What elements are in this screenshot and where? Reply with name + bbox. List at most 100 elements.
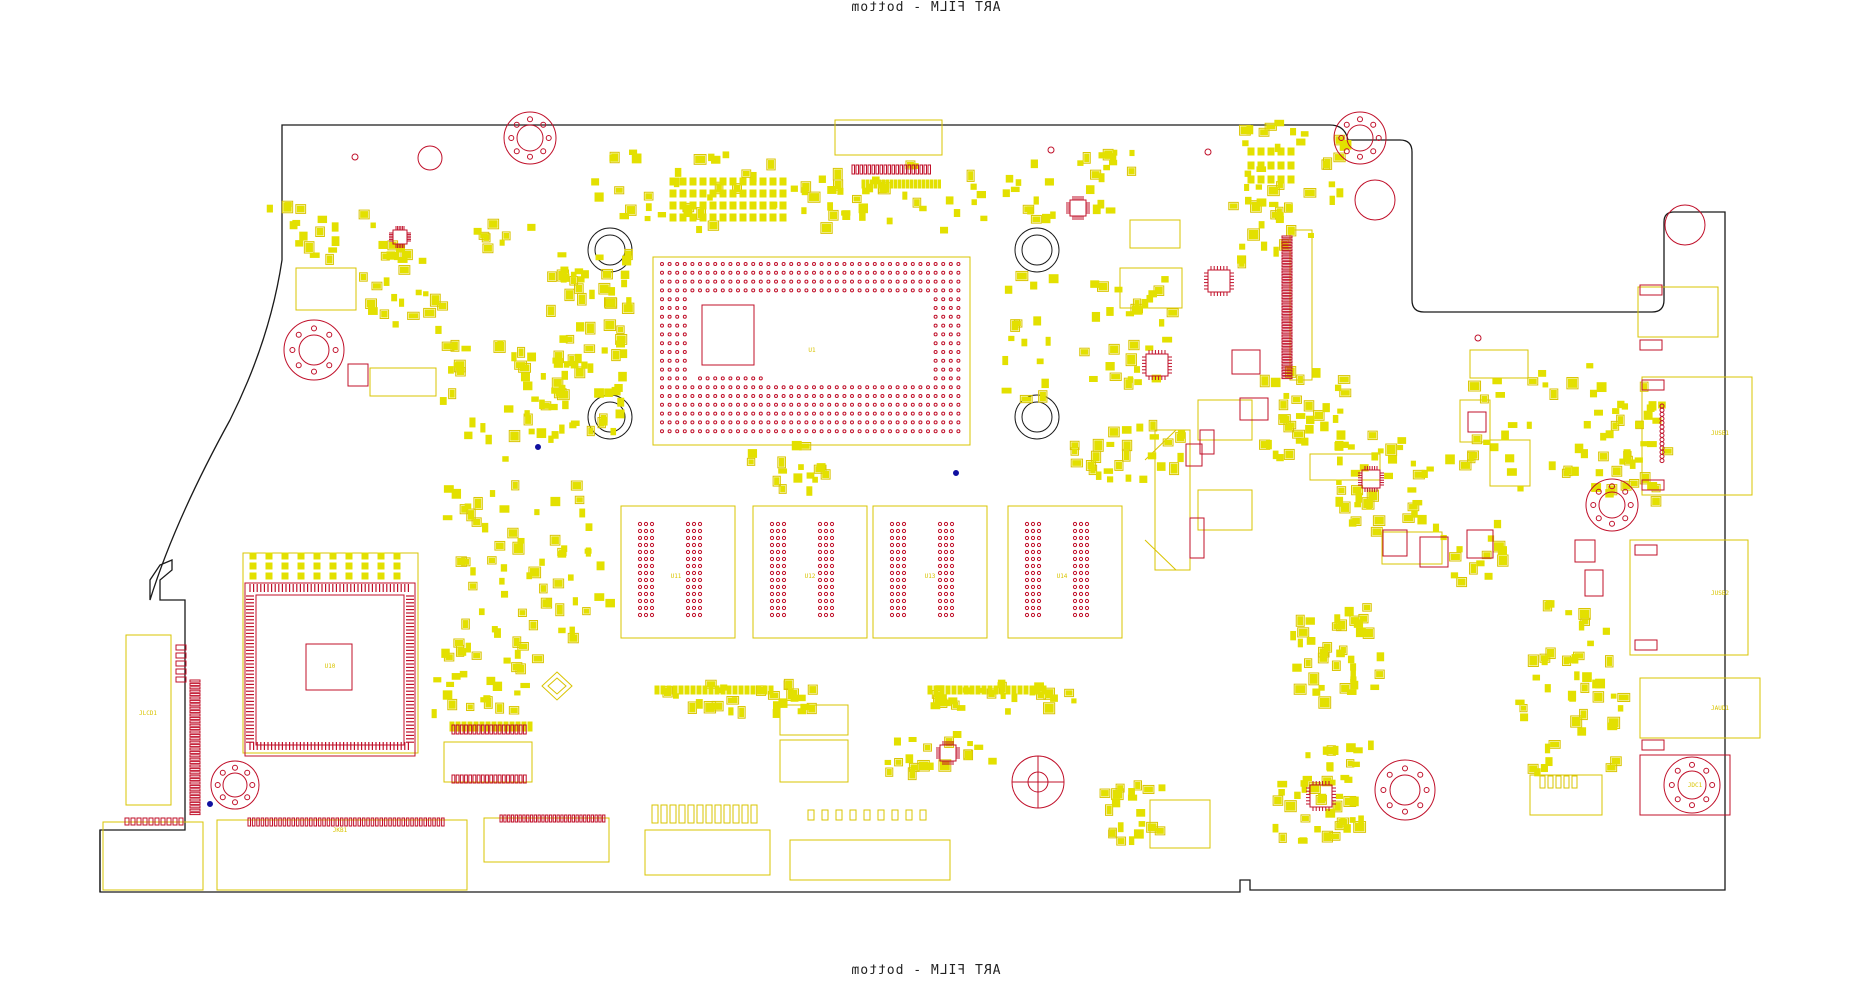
- passive-pad: [1280, 401, 1287, 409]
- cpu-ball: [941, 288, 946, 293]
- pad-strip: [744, 685, 750, 695]
- passive-silk: [508, 706, 520, 715]
- passive-pad: [1594, 692, 1603, 702]
- passive-pad: [1574, 443, 1584, 454]
- ram-ball: [1078, 535, 1084, 541]
- passive-pad: [1246, 125, 1254, 135]
- ram-ball: [769, 549, 775, 555]
- cpu-ball: [667, 385, 672, 390]
- port-pad: [1634, 544, 1658, 556]
- passive-pad: [527, 352, 537, 362]
- cpu-ball: [660, 314, 664, 319]
- mounting-hole-via: [1595, 515, 1602, 522]
- ram-ball: [775, 605, 781, 611]
- mounting-hole-via: [1595, 488, 1602, 495]
- ram-ball: [943, 584, 949, 590]
- passive-pad: [1158, 784, 1166, 792]
- cpu-ball: [675, 279, 680, 284]
- passive-pad: [366, 299, 376, 308]
- cpu-ball: [667, 288, 672, 293]
- conn-pin: [1281, 360, 1293, 364]
- fpc-pin: [503, 814, 507, 823]
- cpu-ball: [812, 288, 816, 293]
- passive-silk: [582, 607, 591, 616]
- passive-pad: [1607, 764, 1616, 771]
- passive-pad: [503, 232, 510, 239]
- mounting-hole-via: [540, 148, 547, 155]
- cpu-ball: [713, 288, 718, 293]
- passive-pad: [1337, 408, 1344, 414]
- passive-pad: [1306, 636, 1316, 645]
- passive-pad: [739, 707, 745, 718]
- passive-pad: [1324, 158, 1331, 169]
- cpu-ball: [774, 420, 778, 425]
- passive-pad: [1305, 617, 1315, 625]
- ram-ball: [889, 563, 895, 569]
- cpu-ball: [956, 270, 961, 275]
- port-pin: [1659, 453, 1665, 459]
- mounting-hole-via: [1370, 121, 1377, 128]
- cpu-ball: [682, 411, 687, 416]
- kb-pin: [265, 817, 269, 827]
- passive-pad: [1580, 710, 1587, 719]
- cpu-ball: [698, 288, 702, 293]
- passive-pad: [1156, 462, 1166, 471]
- ram-silk: [752, 505, 868, 639]
- cpu-ball: [948, 385, 953, 390]
- passive-silk: [1146, 821, 1159, 833]
- ram-ball: [937, 563, 943, 569]
- ram-ball: [901, 584, 907, 590]
- cpu-ball: [842, 420, 847, 425]
- cpu-ball: [675, 358, 680, 363]
- passive-pad: [695, 155, 706, 164]
- cpu-ball: [720, 411, 725, 416]
- conn-pin: [189, 693, 201, 697]
- passive-silk: [1064, 688, 1075, 698]
- passive-pad: [1033, 196, 1039, 205]
- mounting-hole-via: [1627, 502, 1634, 508]
- passive-pad: [968, 171, 974, 181]
- ram-ball: [637, 563, 643, 569]
- pad-grid: [709, 201, 717, 210]
- cpu-ball: [933, 279, 938, 284]
- ram-ball: [643, 549, 649, 555]
- cpu-ball: [941, 341, 946, 346]
- ram-ball: [775, 549, 781, 555]
- passive-silk: [1278, 832, 1287, 843]
- conn-pin: [189, 716, 201, 720]
- cpu-ball: [948, 376, 953, 381]
- cpu-ball: [751, 376, 756, 381]
- passive-pad: [610, 427, 617, 436]
- passive-pad: [558, 390, 569, 399]
- port-pin: [1659, 458, 1665, 464]
- fpc-pin: [545, 814, 549, 823]
- passive-pad: [536, 428, 547, 439]
- passive-pad: [1397, 444, 1404, 451]
- cpu-ball: [941, 394, 946, 398]
- ram-ball: [643, 542, 649, 548]
- passive-pad: [534, 509, 540, 516]
- passive-pad: [569, 355, 575, 363]
- marker-dot: [953, 470, 959, 476]
- passive-pad: [683, 209, 693, 218]
- ram-ball: [643, 591, 649, 597]
- ram-ball: [817, 584, 823, 590]
- conn-pin: [1281, 321, 1293, 325]
- passive-pad: [473, 227, 482, 235]
- header-pin: [835, 809, 843, 821]
- pad-grid: [729, 213, 737, 222]
- cpu-ball: [690, 385, 695, 390]
- passive-pad: [1353, 747, 1363, 754]
- passive-pad: [1295, 685, 1306, 694]
- kb-pin: [300, 817, 304, 827]
- ram-silk: [1007, 505, 1123, 639]
- passive-pad: [601, 347, 608, 354]
- cpu-ball: [956, 350, 961, 354]
- pad-strip: [720, 685, 726, 695]
- mounting-hole-via: [311, 325, 317, 332]
- passive-pad: [1322, 403, 1330, 413]
- fpc-pad: [861, 179, 865, 189]
- pad-grid: [1287, 175, 1295, 184]
- ram-ball: [1084, 549, 1090, 555]
- cpu-ball: [720, 376, 725, 381]
